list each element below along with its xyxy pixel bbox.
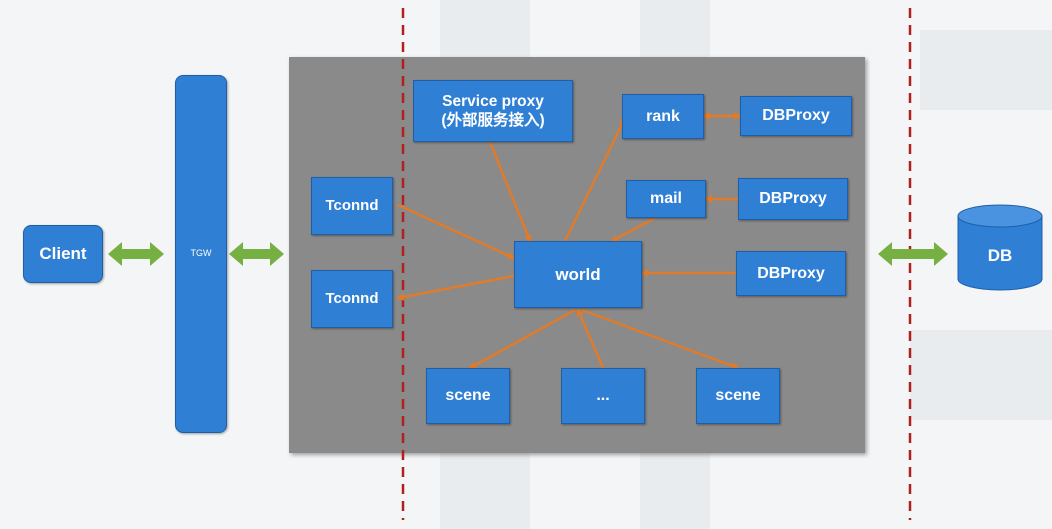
dbproxy-world-label: DBProxy (757, 264, 825, 282)
scene-right-box: scene (696, 368, 780, 424)
db-cylinder (957, 204, 1043, 291)
tgw-label: TGW (190, 248, 212, 259)
scene-middle-box: ... (561, 368, 645, 424)
dbproxy-mail-box: DBProxy (738, 178, 848, 220)
rank-box: rank (622, 94, 704, 139)
tconnd-bottom-label: Tconnd (325, 289, 379, 307)
tgw-bar: TGW (175, 75, 227, 433)
client-box: Client (23, 225, 103, 283)
rank-label: rank (646, 107, 680, 125)
green-arrow-client-tgw (108, 242, 164, 266)
mail-label: mail (649, 190, 682, 207)
world-box: world (514, 241, 642, 308)
arrow-world-scene-right (581, 308, 740, 370)
db-label: DB (987, 246, 1013, 265)
background-watermark (920, 30, 1052, 110)
scene-middle-label: ... (596, 387, 610, 404)
dbproxy-mail-label: DBProxy (759, 190, 827, 207)
world-label: world (555, 264, 601, 284)
dbproxy-rank-label: DBProxy (762, 107, 830, 124)
dbproxy-rank-box: DBProxy (740, 96, 852, 136)
arrow-tconnd-top-world (397, 203, 516, 260)
arrow-scene-middle-world (576, 308, 605, 369)
service-proxy-box: Service proxy (外部服务接入) (413, 80, 573, 142)
tconnd-top-label: Tconnd (325, 196, 379, 214)
client-label: Client (39, 244, 87, 264)
mail-box: mail (626, 180, 706, 218)
green-arrow-tgw-panel (229, 242, 284, 266)
arrow-world-tconnd-bottom (396, 274, 515, 301)
arrow-world-scene-left (468, 308, 576, 370)
scene-right-label: scene (715, 387, 761, 404)
arrow-mail-world (610, 216, 656, 243)
background-watermark (910, 330, 1052, 420)
arrow-serviceproxy-world (488, 141, 532, 243)
arrow-world-rank (563, 116, 627, 242)
dbproxy-world-box: DBProxy (736, 251, 846, 296)
tconnd-top-box: Tconnd (311, 177, 393, 235)
scene-left-label: scene (445, 387, 491, 404)
green-arrow-panel-db (878, 242, 948, 266)
service-proxy-label: Service proxy (442, 92, 544, 110)
tconnd-bottom-box: Tconnd (311, 270, 393, 328)
scene-left-box: scene (426, 368, 510, 424)
service-proxy-sublabel: (外部服务接入) (441, 112, 545, 129)
